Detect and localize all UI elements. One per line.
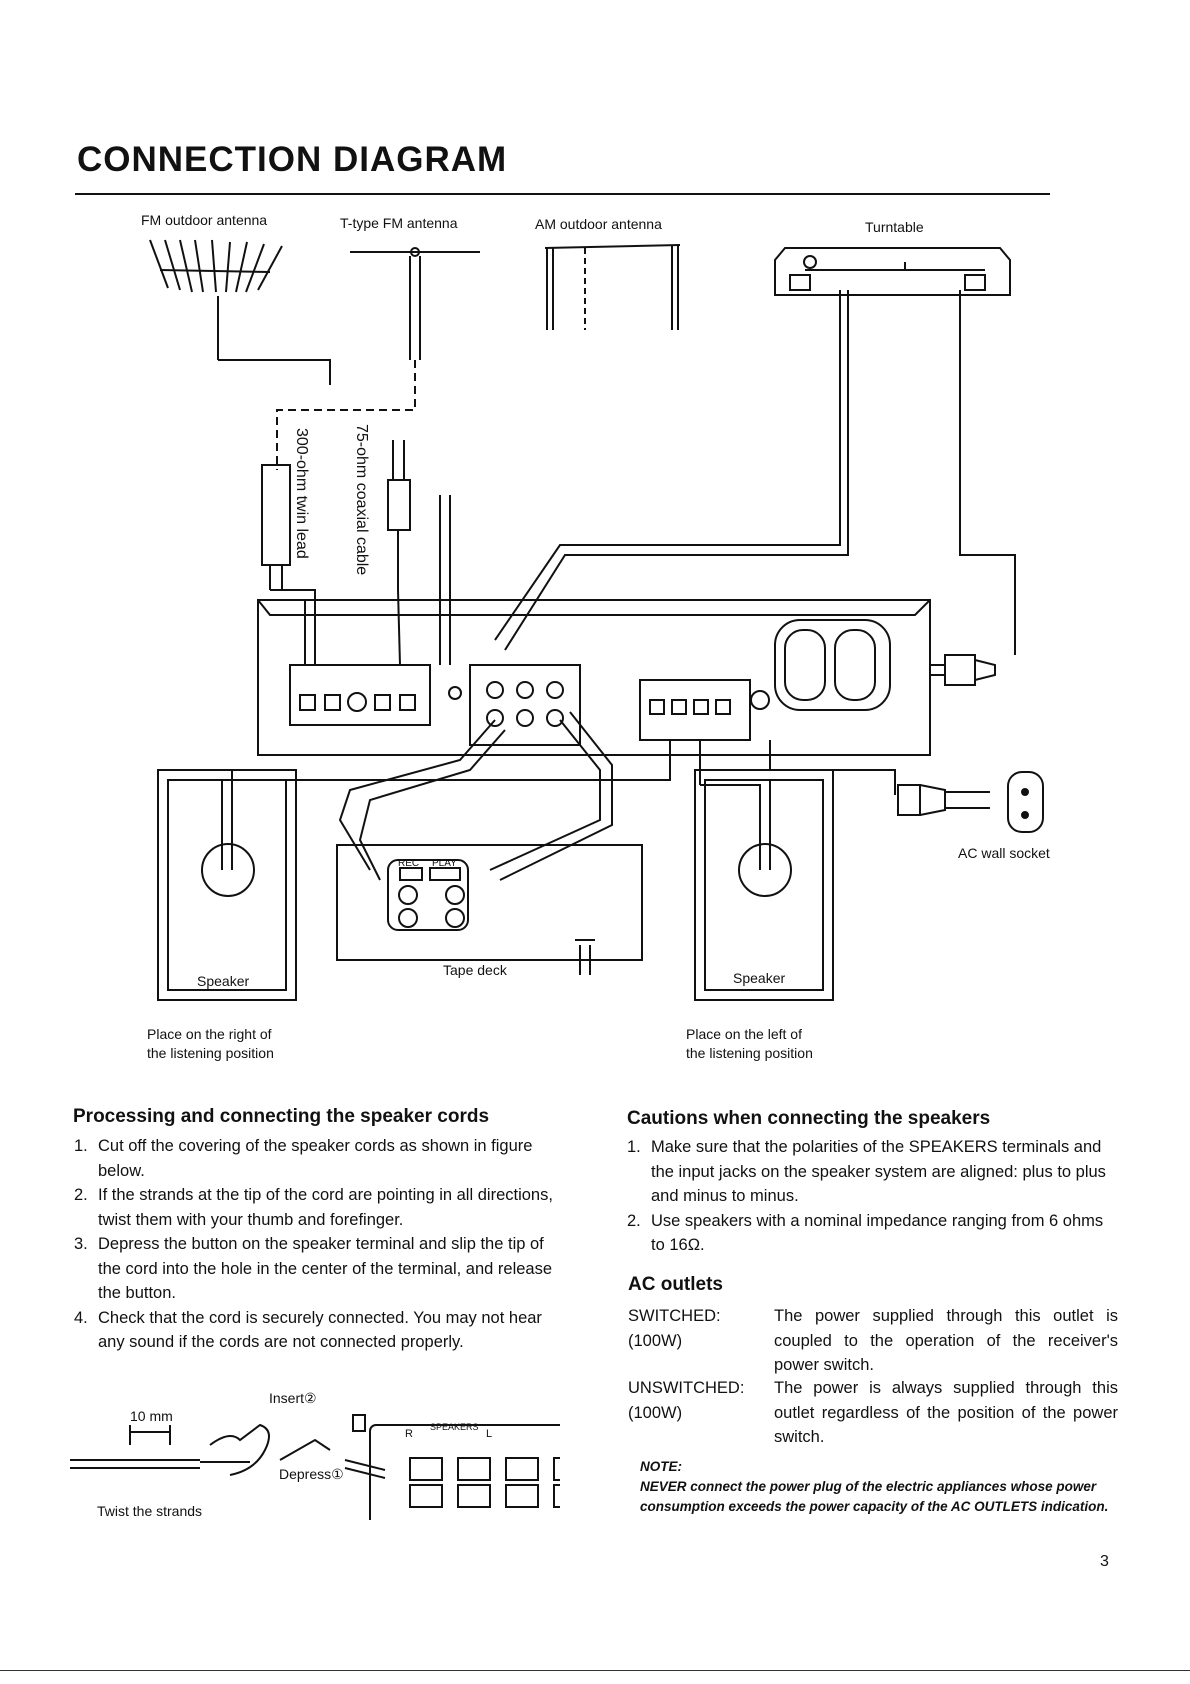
list-item-text: If the strands at the tip of the cord ar… xyxy=(98,1186,553,1229)
cautions-list: 1. Make sure that the polarities of the S… xyxy=(627,1135,1115,1258)
switched-desc: The power supplied through this outlet i… xyxy=(774,1307,1118,1374)
unswitched-key: UNSWITCHED: (100W) xyxy=(628,1376,778,1425)
note-place-left: Place on the left of the listening posit… xyxy=(686,1025,813,1063)
note-text: NEVER connect the power plug of the elec… xyxy=(640,1479,1109,1514)
note-place-right-line1: Place on the right of xyxy=(147,1026,272,1042)
turntable-drawing xyxy=(494,247,1016,655)
page-number: 3 xyxy=(1100,1553,1109,1570)
fig-depress: Depress① xyxy=(279,1466,344,1482)
switched-key: SWITCHED: (100W) xyxy=(628,1304,778,1353)
list-item-text: Cut off the covering of the speaker cord… xyxy=(98,1137,533,1180)
switched-sub: (100W) xyxy=(628,1331,683,1350)
antenna-leads-drawing xyxy=(261,440,451,666)
am-outdoor-antenna-drawing xyxy=(544,244,681,330)
page-title: CONNECTION DIAGRAM xyxy=(77,140,508,179)
switched-label: SWITCHED: xyxy=(628,1307,721,1325)
label-tape-deck: Tape deck xyxy=(443,962,507,978)
ac-plugs-drawing xyxy=(769,654,1044,833)
label-ac-wall-socket: AC wall socket xyxy=(958,845,1050,861)
label-coaxial-cable: 75-ohm coaxial cable xyxy=(353,424,370,576)
fig-insert: Insert② xyxy=(269,1390,317,1406)
speaker-cord-figure xyxy=(70,1414,560,1520)
label-rec: REC xyxy=(398,858,420,869)
list-item-text: Make sure that the polarities of the SPE… xyxy=(651,1138,1106,1205)
list-item-num: 2. xyxy=(74,1186,88,1204)
fig-10mm: 10 mm xyxy=(130,1408,173,1424)
note-place-left-line1: Place on the left of xyxy=(686,1026,802,1042)
cautions-heading: Cautions when connecting the speakers xyxy=(627,1108,991,1129)
label-turntable: Turntable xyxy=(865,219,924,235)
list-item: 3. Depress the button on the speaker term… xyxy=(74,1232,558,1306)
note-label: NOTE: xyxy=(640,1459,682,1474)
speaker-right-drawing xyxy=(694,769,834,1001)
label-twin-lead: 300-ohm twin lead xyxy=(293,428,310,559)
list-item-num: 1. xyxy=(74,1137,88,1155)
note-block: NOTE: NEVER connect the power plug of th… xyxy=(640,1457,1118,1517)
label-speaker-right: Speaker xyxy=(733,970,786,986)
note-place-right: Place on the right of the listening posi… xyxy=(147,1025,274,1063)
list-item-text: Depress the button on the speaker termin… xyxy=(98,1235,553,1302)
label-fm-outdoor-antenna: FM outdoor antenna xyxy=(141,212,268,228)
fig-speakers: SPEAKERS xyxy=(430,1422,479,1432)
label-am-outdoor-antenna: AM outdoor antenna xyxy=(535,216,662,232)
tape-deck-drawing xyxy=(336,711,643,975)
unswitched-desc: The power is always supplied through thi… xyxy=(774,1379,1118,1446)
unswitched-label: UNSWITCHED: xyxy=(628,1379,745,1397)
label-t-type-fm-antenna: T-type FM antenna xyxy=(340,215,458,231)
list-item-num: 4. xyxy=(74,1308,88,1327)
unswitched-row: UNSWITCHED: (100W) The power is always s… xyxy=(628,1376,1118,1451)
connection-diagram xyxy=(149,239,1044,1001)
bottom-rule xyxy=(0,1670,1190,1671)
label-speaker-left: Speaker xyxy=(197,973,250,989)
fm-outdoor-antenna-drawing xyxy=(149,239,331,385)
note-place-left-line2: the listening position xyxy=(686,1045,813,1061)
title-rule xyxy=(75,193,1050,195)
unswitched-sub: (100W) xyxy=(628,1403,683,1422)
processing-heading: Processing and connecting the speaker co… xyxy=(73,1106,490,1127)
list-item: 4. Check that the cord is securely connec… xyxy=(74,1306,558,1355)
list-item-text: Check that the cord is securely connecte… xyxy=(98,1308,542,1352)
receiver-panel-drawing xyxy=(257,599,931,756)
switched-row: SWITCHED: (100W) The power supplied thro… xyxy=(628,1304,1118,1379)
list-item-num: 2. xyxy=(627,1211,641,1230)
ac-outlets-heading: AC outlets xyxy=(628,1274,723,1295)
fig-r: R xyxy=(405,1428,413,1440)
speaker-wires-drawing xyxy=(231,740,701,785)
list-item: 1. Cut off the covering of the speaker co… xyxy=(74,1134,558,1183)
t-type-fm-antenna-drawing xyxy=(276,247,480,470)
processing-list: 1. Cut off the covering of the speaker co… xyxy=(74,1134,558,1355)
label-play: PLAY xyxy=(432,858,457,869)
speaker-left-drawing xyxy=(157,769,297,1001)
list-item-num: 3. xyxy=(74,1235,88,1253)
list-item: 1. Make sure that the polarities of the S… xyxy=(627,1135,1115,1209)
list-item: 2. Use speakers with a nominal impedance … xyxy=(627,1209,1115,1258)
list-item-num: 1. xyxy=(627,1138,641,1156)
note-place-right-line2: the listening position xyxy=(147,1045,274,1061)
fig-l: L xyxy=(486,1428,493,1440)
list-item: 2. If the strands at the tip of the cord … xyxy=(74,1183,558,1232)
list-item-text: Use speakers with a nominal impedance ra… xyxy=(651,1211,1104,1255)
fig-twist: Twist the strands xyxy=(97,1503,203,1519)
